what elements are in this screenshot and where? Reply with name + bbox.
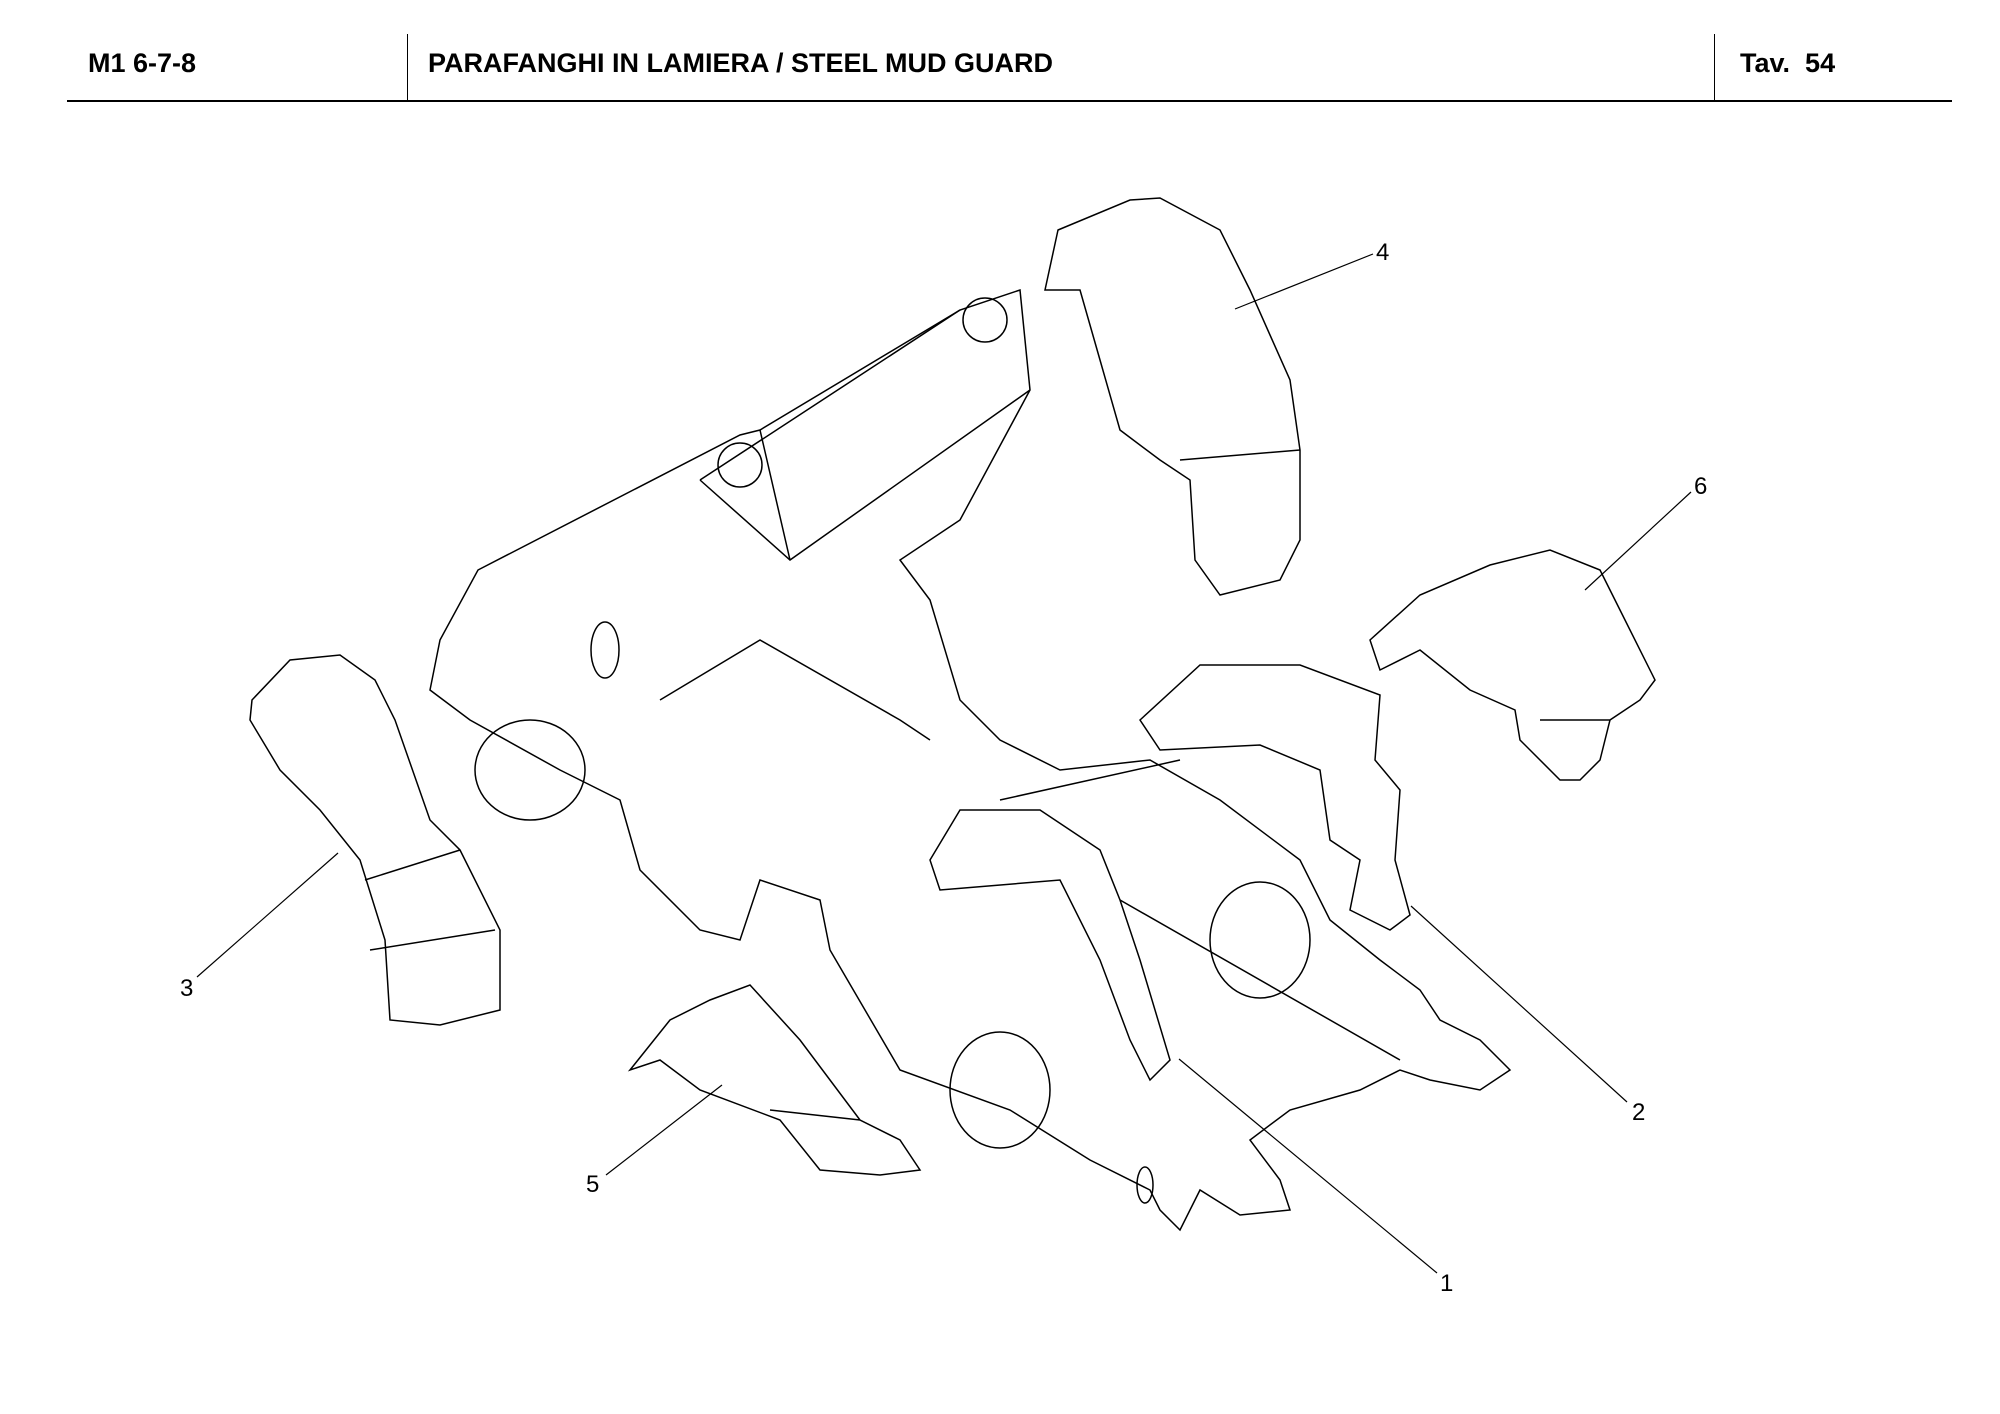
callout-5: 5: [586, 1171, 599, 1198]
mud-guard-3-drawing: [249, 654, 501, 1026]
leader-line-2: [1410, 905, 1628, 1103]
table-prefix: Tav.: [1740, 48, 1791, 78]
callout-2: 2: [1632, 1099, 1645, 1126]
frame-drawing: [429, 288, 1512, 1232]
bracket-drawing: [929, 664, 1411, 1082]
leader-line-5: [605, 1084, 723, 1176]
leader-line-1: [1178, 1058, 1438, 1274]
mud-guard-5-drawing: [627, 984, 922, 1176]
model-code: M1 6-7-8: [88, 48, 197, 78]
header-divider: [67, 100, 1952, 102]
leader-line-3: [196, 852, 339, 978]
table-label: Tav. 54: [1740, 48, 1835, 79]
table-number: 54: [1805, 48, 1836, 78]
leader-lines: [196, 253, 1692, 1274]
callout-6: 6: [1694, 473, 1707, 500]
leader-line-6: [1584, 491, 1692, 591]
mud-guard-4-drawing: [1044, 197, 1301, 596]
header-separator-left: [407, 34, 408, 101]
mud-guard-6-drawing: [1369, 549, 1656, 781]
leader-line-4: [1234, 253, 1374, 310]
callout-1: 1: [1440, 1270, 1453, 1297]
callout-3: 3: [180, 975, 193, 1002]
page-title: PARAFANGHI IN LAMIERA / STEEL MUD GUARD: [428, 48, 1054, 78]
callout-4: 4: [1376, 239, 1389, 266]
header-separator-right: [1714, 34, 1715, 101]
